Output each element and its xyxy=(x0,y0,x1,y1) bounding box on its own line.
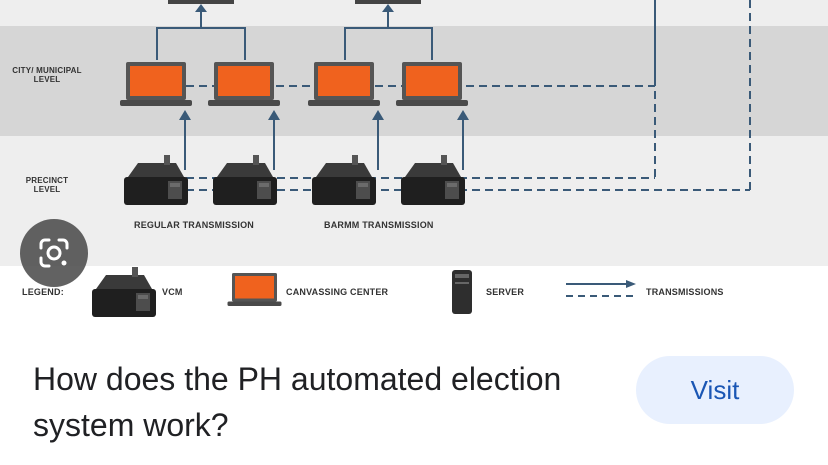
legend-vcm: VCM xyxy=(162,287,183,297)
diagram-graphics xyxy=(0,0,828,330)
visit-button[interactable]: Visit xyxy=(636,356,794,424)
google-lens-button[interactable] xyxy=(20,219,88,287)
election-system-diagram[interactable]: CITY/ MUNICIPAL LEVEL PRECINCT LEVEL REG… xyxy=(0,0,828,330)
google-lens-icon xyxy=(39,238,69,268)
legend-canvassing: CANVASSING CENTER xyxy=(286,287,389,297)
city-level-label: CITY/ MUNICIPAL LEVEL xyxy=(12,66,82,84)
barmm-transmission-label: BARMM TRANSMISSION xyxy=(324,220,434,230)
legend-server: SERVER xyxy=(486,287,525,297)
precinct-level-label: PRECINCT LEVEL xyxy=(25,176,69,194)
result-title[interactable]: How does the PH automated election syste… xyxy=(33,361,562,443)
legend-transmissions: TRANSMISSIONS xyxy=(646,287,724,297)
regular-transmission-label: REGULAR TRANSMISSION xyxy=(134,220,255,230)
legend-title: LEGEND: xyxy=(22,287,64,297)
